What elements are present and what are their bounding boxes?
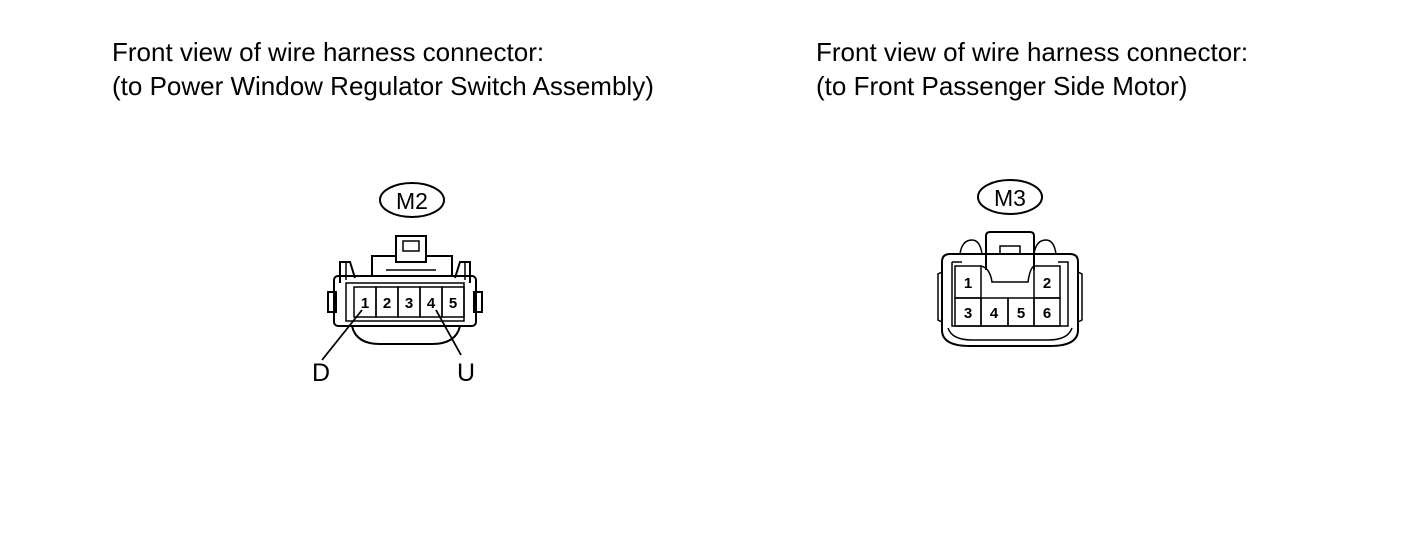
connector-m2-pin-row <box>353 286 465 318</box>
m2-pin-3: 3 <box>405 295 413 312</box>
m3-pin-3: 3 <box>964 305 972 322</box>
connector-m2-latch <box>395 235 427 263</box>
lead-d-line <box>321 309 363 361</box>
m2-pin-5: 5 <box>449 295 457 312</box>
lead-u-label: U <box>457 359 475 387</box>
connector-m3: M3 <box>937 179 1083 347</box>
left-title-line1: Front view of wire harness connector: <box>112 37 545 67</box>
m3-pin-1: 1 <box>964 275 972 292</box>
m3-pin-2: 2 <box>1043 275 1051 292</box>
left-connector-title: Front view of wire harness connector: (t… <box>112 35 654 103</box>
m3-pin-4: 4 <box>990 305 999 322</box>
right-connector-title: Front view of wire harness connector: (t… <box>816 35 1248 103</box>
right-title-line1: Front view of wire harness connector: <box>816 37 1249 67</box>
connector-m3-id-label: M3 <box>994 185 1026 211</box>
connector-m3-housing <box>941 253 1079 347</box>
connector-m2-id-label: M2 <box>396 188 428 214</box>
connector-m2: M2 <box>321 182 483 361</box>
connector-m3-latch <box>985 231 1035 270</box>
connector-m2-id-tag <box>379 182 445 218</box>
connector-m3-id-tag <box>977 179 1043 215</box>
connector-m3-pin-grid <box>954 265 1061 327</box>
lead-u-line <box>435 309 462 356</box>
lead-d-label: D <box>312 359 330 387</box>
m2-pin-4: 4 <box>427 295 436 312</box>
m2-pin-1: 1 <box>361 295 369 312</box>
m3-pin-6: 6 <box>1043 305 1051 322</box>
left-title-line2: (to Power Window Regulator Switch Assemb… <box>112 71 654 101</box>
connector-m2-bottom-lip <box>351 325 461 345</box>
m2-pin-2: 2 <box>383 295 391 312</box>
m3-pin-5: 5 <box>1017 305 1025 322</box>
connector-m2-housing <box>333 275 477 327</box>
right-title-line2: (to Front Passenger Side Motor) <box>816 71 1188 101</box>
